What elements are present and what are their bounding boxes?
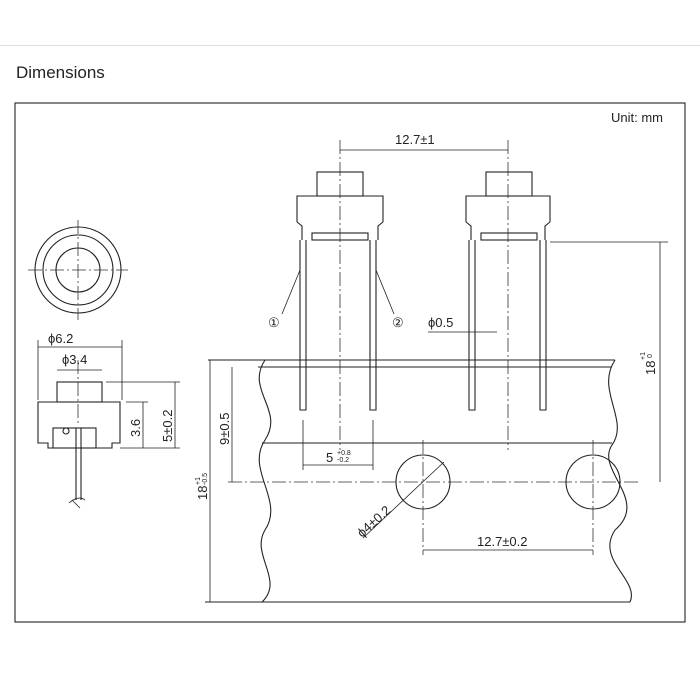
lead-spacing-tol-plus: +0.8: [337, 450, 351, 457]
section-title: Dimensions: [16, 63, 105, 82]
total-height-label: 5±0.2: [160, 410, 175, 442]
taped-switch-view: 12.7±1 ① ② ϕ0.5 9±0.5 18 +1 -0.5: [195, 132, 668, 603]
top-view: [28, 220, 128, 320]
tape-width-left-label: 18: [195, 486, 210, 500]
unit-label: Unit: mm: [611, 110, 663, 125]
tape-height-right-label: 18: [643, 361, 658, 375]
outer-diameter-label: ϕ6.2: [48, 331, 73, 346]
hole-diameter-label: ϕ4±0.2: [354, 503, 394, 541]
tape-width-left-tol-minus: -0.5: [202, 473, 209, 485]
body-height-label: 3.6: [128, 419, 143, 437]
marker-1: ①: [268, 315, 280, 330]
pin-pitch-label: 12.7±1: [395, 132, 435, 147]
tape-height-right-tol-plus: +1: [640, 352, 647, 360]
tape-height-right-tol-minus: 0: [647, 354, 654, 358]
lead-spacing-tol-minus: -0.2: [337, 457, 349, 464]
tape-width-left-tol-plus: +1: [195, 477, 202, 485]
lead-spacing-label: 5: [326, 450, 333, 465]
button-diameter-label: ϕ3.4: [62, 352, 87, 367]
pin-diameter-label: ϕ0.5: [428, 315, 453, 330]
side-view: ϕ6.2 ϕ3.4 3.6 5±0.2: [37, 331, 180, 509]
marker-2: ②: [392, 315, 404, 330]
header-divider: [0, 45, 700, 46]
seat-height-label: 9±0.5: [217, 413, 232, 445]
hole-pitch-label: 12.7±0.2: [477, 534, 528, 549]
drawing-frame: [14, 102, 686, 623]
